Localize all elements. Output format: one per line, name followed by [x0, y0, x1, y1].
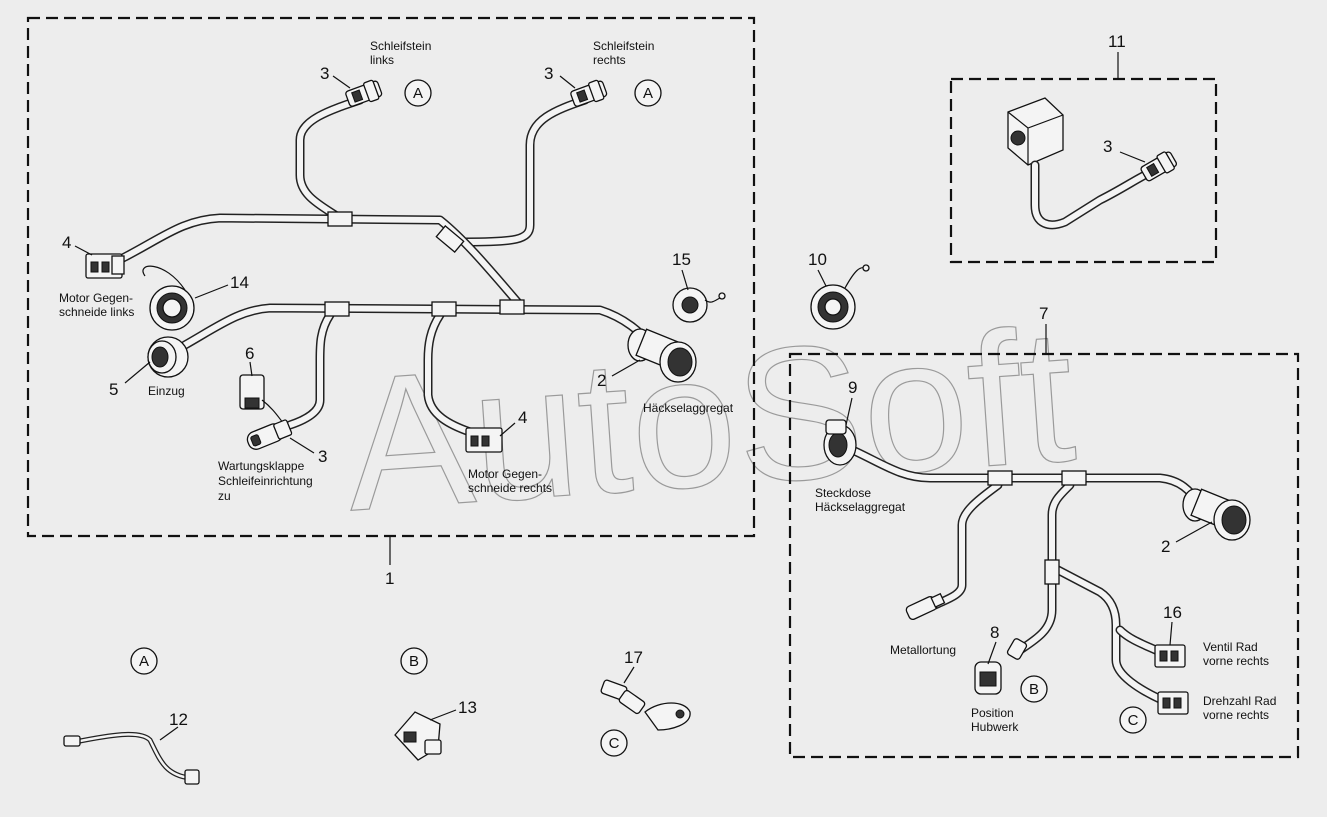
- callout-3-rechts: 3: [544, 64, 553, 83]
- callout-3-links: 3: [320, 64, 329, 83]
- label-wartungsklappe-1: Wartungsklappe: [218, 459, 305, 473]
- callout-16: 16: [1163, 603, 1182, 622]
- callout-3-sensor: 3: [1103, 137, 1112, 156]
- connector-4-motor-rechts: [465, 427, 503, 453]
- label-wartungsklappe-2: Schleifeinrichtung: [218, 474, 313, 488]
- group-number-11: 11: [1108, 32, 1126, 51]
- label-ventil-rad-1: Ventil Rad: [1203, 640, 1258, 654]
- connector-16-ventil: [1154, 644, 1186, 668]
- svg-text:B: B: [409, 653, 419, 670]
- callout-2-main: 2: [597, 371, 606, 390]
- watermark: AutoSoft: [339, 289, 1081, 551]
- svg-text:C: C: [609, 735, 620, 752]
- marker-c-drehzahl: C: [1119, 706, 1147, 734]
- callout-3-wartung: 3: [318, 447, 327, 466]
- connector-6: [239, 374, 286, 426]
- connector-2-haeckselaggregat: [627, 328, 697, 383]
- label-schleifstein-links-2: links: [370, 53, 394, 67]
- connector-2-chopper: [1182, 488, 1251, 541]
- marker-c-part: C: [600, 729, 628, 757]
- label-schleifstein-rechts-1: Schleifstein: [593, 39, 654, 53]
- callout-10: 10: [808, 250, 827, 269]
- connector-15: [672, 287, 726, 323]
- callout-4-links: 4: [62, 233, 71, 252]
- label-einzug: Einzug: [148, 384, 185, 398]
- callout-12: 12: [169, 710, 188, 729]
- connector-8-position-hubwerk: [974, 638, 1028, 695]
- connector-14: [142, 265, 195, 331]
- connector-3-wartungsklappe: [246, 419, 293, 450]
- group-number-7: 7: [1039, 304, 1048, 323]
- svg-text:A: A: [643, 85, 653, 102]
- group-number-1: 1: [385, 569, 394, 588]
- connector-3-schleifstein-links: [345, 79, 383, 107]
- connector-3-schleifstein-rechts: [570, 79, 608, 107]
- marker-a-links: A: [404, 79, 432, 107]
- connector-3-sensor: [1140, 151, 1177, 182]
- label-motor-rechts-1: Motor Gegen-: [468, 467, 542, 481]
- callout-15: 15: [672, 250, 691, 269]
- label-metallortung: Metallortung: [890, 643, 956, 657]
- callout-14: 14: [230, 273, 249, 292]
- sensor-11: [1007, 97, 1150, 230]
- label-motor-links-2: schneide links: [59, 305, 134, 319]
- sensor-box: [949, 77, 1218, 264]
- chopper-harness-sleeves: [987, 470, 1087, 585]
- marker-a-rechts: A: [634, 79, 662, 107]
- callout-5: 5: [109, 380, 118, 399]
- chopper-harness-box: [788, 352, 1300, 759]
- callout-17: 17: [624, 648, 643, 667]
- marker-b-part: B: [400, 647, 428, 675]
- label-position-hubwerk-1: Position: [971, 706, 1014, 720]
- label-steckdose-1: Steckdose: [815, 486, 871, 500]
- leader-lines: [74, 75, 1213, 741]
- label-position-hubwerk-2: Hubwerk: [971, 720, 1019, 734]
- label-motor-links-1: Motor Gegen-: [59, 291, 133, 305]
- label-schleifstein-links-1: Schleifstein: [370, 39, 431, 53]
- svg-text:C: C: [1128, 712, 1139, 729]
- label-wartungsklappe-3: zu: [218, 489, 231, 503]
- marker-a-part: A: [130, 647, 158, 675]
- main-harness-sleeves: [324, 211, 525, 317]
- marker-b-hubwerk: B: [1020, 675, 1048, 703]
- connector-9-steckdose: [823, 419, 857, 466]
- callout-2-chopper: 2: [1161, 537, 1170, 556]
- callout-6: 6: [245, 344, 254, 363]
- connector-4-motor-links: [85, 253, 125, 279]
- connector-5-einzug: [147, 336, 189, 378]
- label-steckdose-2: Häckselaggregat: [815, 500, 906, 514]
- main-harness-box: [26, 16, 756, 538]
- label-drehzahl-rad-1: Drehzahl Rad: [1203, 694, 1276, 708]
- part-13-connector: [394, 711, 442, 761]
- label-ventil-rad-2: vorne rechts: [1203, 654, 1269, 668]
- svg-text:A: A: [413, 85, 423, 102]
- svg-text:A: A: [139, 653, 149, 670]
- label-haeckselaggregat: Häckselaggregat: [643, 401, 734, 415]
- connector-metallortung: [905, 592, 946, 621]
- connector-10: [810, 264, 870, 330]
- part-12-cable: [63, 731, 200, 785]
- callout-9: 9: [848, 378, 857, 397]
- label-drehzahl-rad-2: vorne rechts: [1203, 708, 1269, 722]
- svg-text:B: B: [1029, 681, 1039, 698]
- callout-4-rechts: 4: [518, 408, 527, 427]
- label-schleifstein-rechts-2: rechts: [593, 53, 626, 67]
- connector-drehzahl: [1157, 691, 1189, 715]
- callout-8: 8: [990, 623, 999, 642]
- part-17-sensor: [600, 679, 691, 731]
- label-motor-rechts-2: schneide rechts: [468, 481, 552, 495]
- callout-13: 13: [458, 698, 477, 717]
